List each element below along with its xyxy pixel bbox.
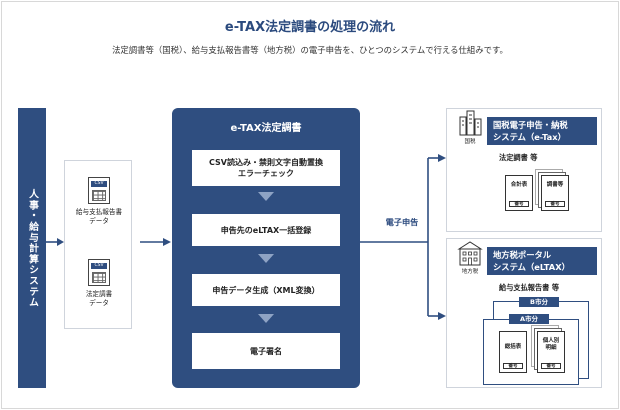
source-system-bar: 人事・給与計算システム [18, 108, 46, 388]
main-panel-title: e-TAX法定調書 [230, 123, 302, 134]
input-doc-caption-line2: データ [89, 217, 109, 225]
target-title-line2: システム（eLTAX） [493, 262, 570, 272]
target-eltax-subtitle: 給与支払報告書 等 [499, 283, 560, 292]
target-title-line1: 国税電子申告・納税 [493, 120, 568, 130]
building-caption: 国税 [464, 139, 476, 145]
e-filing-label: 電子申告 [385, 217, 419, 227]
target-eltax-panel: 地方税 地方税ポータル システム（eLTAX） 給与支払報告書 等 B市分 A市… [446, 238, 602, 388]
arrow-source-to-docs-head [57, 238, 64, 246]
process-step-e-signature: 電子署名 [192, 333, 340, 369]
step-down-arrow-icon [258, 254, 274, 263]
process-step-xml-generate: 申告データ生成（XML変換） [192, 274, 340, 306]
arrow-branch-bottom-head [438, 312, 446, 320]
target-etax-panel: 国税 国税電子申告・納税 システム（e-Tax） 法定調書 等 合計表 番号 調… [446, 108, 602, 232]
csv-tag: CSV [91, 263, 107, 269]
step-line2: エラーチェック [238, 169, 294, 178]
csv-tag: CSV [91, 181, 107, 187]
number-seal: 番号 [509, 201, 529, 207]
national-tax-building-icon: 国税 [455, 109, 485, 145]
paper-individual-statement: 個人別明細 番号 [537, 331, 565, 373]
number-seal: 番号 [545, 201, 565, 207]
step-line1: CSV読込み・禁則文字自動置換 [209, 158, 323, 167]
process-step-csv-check: CSV読込み・禁則文字自動置換 エラーチェック [192, 150, 340, 186]
step-line1: 電子署名 [250, 346, 282, 356]
csv-file-icon: CSV [88, 177, 110, 204]
city-tag-a: A市分 [509, 314, 549, 324]
input-doc-statutory-report: CSV 法定調書 データ [65, 259, 133, 308]
diagram-title: e-TAX法定調書の処理の流れ [224, 20, 396, 35]
csv-file-icon: CSV [88, 259, 110, 286]
input-docs-panel: CSV 給与支払報告書 データ CSV 法定調書 データ [64, 160, 132, 329]
target-title-line1: 地方税ポータル [493, 250, 552, 260]
step-down-arrow-icon [258, 192, 274, 201]
arrow-docs-to-main-head [163, 238, 171, 246]
input-doc-caption-line1: 法定調書 [85, 290, 113, 298]
input-doc-salary-report: CSV 給与支払報告書 データ [65, 177, 133, 226]
diagram-subtitle: 法定調書等（国税）、給与支払報告書等（地方税）の電子申告を、ひとつのシステムで行… [112, 45, 508, 55]
target-eltax-title: 地方税ポータル システム（eLTAX） [487, 247, 597, 275]
step-down-arrow-icon [258, 314, 274, 323]
step-line1: 申告先のeLTAX一括登録 [220, 225, 312, 235]
arrow-branch-top-head [438, 154, 446, 162]
target-etax-title: 国税電子申告・納税 システム（e-Tax） [487, 117, 597, 145]
building-caption: 地方税 [461, 269, 479, 275]
paper-summary-sheet: 合計表 番号 [505, 175, 533, 211]
target-title-line2: システム（e-Tax） [493, 132, 566, 142]
paper-statement: 調書等 番号 [541, 175, 569, 211]
target-etax-subtitle: 法定調書 等 [499, 153, 538, 162]
local-tax-building-icon: 地方税 [455, 239, 485, 275]
input-doc-caption-line2: データ [89, 299, 109, 307]
input-doc-caption-line1: 給与支払報告書 [75, 208, 123, 216]
source-system-label: 人事・給与計算システム [27, 188, 38, 308]
number-seal: 番号 [541, 363, 561, 369]
step-line1: 申告データ生成（XML変換） [212, 285, 320, 295]
number-seal: 番号 [503, 363, 523, 369]
city-tag-b: B市分 [519, 297, 559, 307]
process-step-eltax-register: 申告先のeLTAX一括登録 [192, 214, 340, 246]
main-process-panel: e-TAX法定調書 CSV読込み・禁則文字自動置換 エラーチェック 申告先のeL… [172, 108, 360, 388]
paper-summary-table: 総括表 番号 [499, 331, 527, 373]
